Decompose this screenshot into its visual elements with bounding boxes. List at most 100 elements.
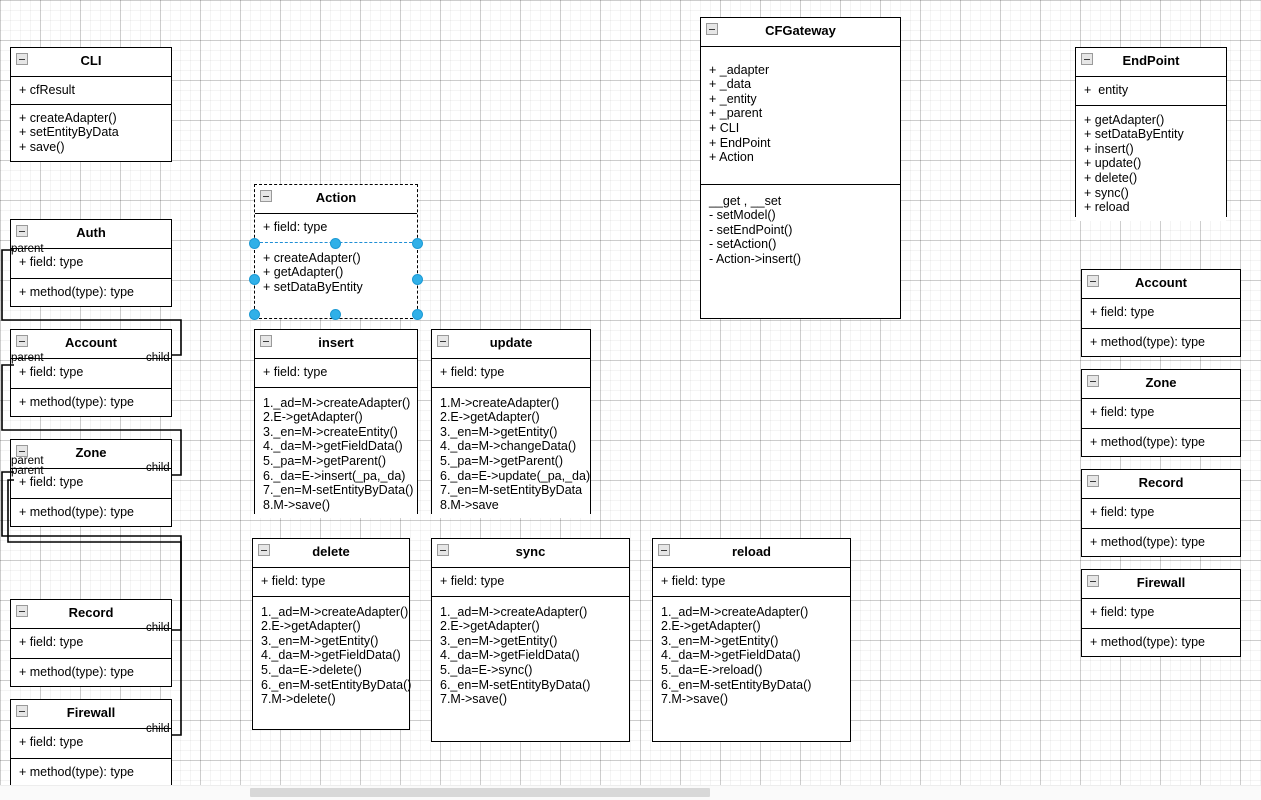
- class-box-zone-right[interactable]: Zone + field: type + method(type): type: [1081, 369, 1241, 457]
- collapse-icon[interactable]: [1087, 475, 1099, 487]
- attribute-row: + field: type: [440, 364, 505, 379]
- method-row: 4._da=M->getFieldData(): [440, 648, 580, 663]
- method-row: 7.M->delete(): [261, 692, 336, 707]
- class-box-firewall-left[interactable]: Firewall + field: type + method(type): t…: [10, 699, 172, 787]
- method-row: + setDataByEntity: [263, 279, 363, 294]
- class-box-auth[interactable]: Auth + field: type + method(type): type: [10, 219, 172, 307]
- collapse-icon[interactable]: [658, 544, 670, 556]
- method-row: 3._en=M->getEntity(): [440, 633, 558, 648]
- edge-label-auth-parent: parent: [11, 243, 44, 255]
- method-row: + createAdapter(): [263, 250, 361, 265]
- method-row: 1._ad=M->createAdapter(): [440, 604, 588, 619]
- class-box-cli[interactable]: CLI + cfResult + createAdapter() + setEn…: [10, 47, 172, 162]
- class-attributes: + field: type: [1082, 298, 1240, 328]
- class-attributes: + field: type: [255, 358, 417, 387]
- selection-handle-e[interactable]: [412, 274, 423, 285]
- method-row: 5._da=E->delete(): [261, 662, 362, 677]
- method-row: 4._da=M->getFieldData(): [261, 648, 401, 663]
- method-row: + insert(): [1084, 141, 1134, 156]
- class-header-record-right: Record: [1082, 470, 1240, 499]
- class-methods: 1._ad=M->createAdapter() 2.E->getAdapter…: [253, 595, 412, 713]
- class-header-delete: delete: [253, 539, 409, 568]
- class-header-action: Action: [255, 185, 417, 214]
- class-box-action[interactable]: Action + field: type + createAdapter() +…: [254, 184, 418, 319]
- class-box-reload[interactable]: reload + field: type 1._ad=M->createAdap…: [652, 538, 851, 742]
- selection-handle-se[interactable]: [412, 309, 423, 320]
- class-title: Record: [1138, 475, 1184, 490]
- collapse-icon[interactable]: [1087, 275, 1099, 287]
- class-attributes: + field: type: [1082, 398, 1240, 428]
- class-box-account-right[interactable]: Account + field: type + method(type): ty…: [1081, 269, 1241, 357]
- method-row: 2.E->getAdapter(): [440, 619, 540, 634]
- selection-handle-s[interactable]: [330, 309, 341, 320]
- class-methods: 1.M->createAdapter() 2.E->getAdapter() 3…: [432, 386, 590, 519]
- method-row: 7._en=M-setEntityByData: [440, 483, 583, 498]
- method-row: 5._pa=M->getParent(): [263, 453, 386, 468]
- collapse-icon[interactable]: [16, 335, 28, 347]
- horizontal-scrollbar-thumb[interactable]: [250, 788, 710, 797]
- class-title: Record: [68, 605, 114, 620]
- class-header-insert: insert: [255, 330, 417, 359]
- method-row: __get , __set: [709, 193, 782, 208]
- attribute-row: + EndPoint: [709, 135, 771, 150]
- class-title: reload: [731, 544, 771, 559]
- class-header-auth: Auth: [11, 220, 171, 249]
- collapse-icon[interactable]: [1081, 53, 1093, 65]
- collapse-icon[interactable]: [16, 225, 28, 237]
- collapse-icon[interactable]: [16, 705, 28, 717]
- class-box-insert[interactable]: insert + field: type 1._ad=M->createAdap…: [254, 329, 418, 519]
- class-title: update: [489, 335, 533, 350]
- collapse-icon[interactable]: [258, 544, 270, 556]
- collapse-icon[interactable]: [1087, 375, 1099, 387]
- attribute-row: + field: type: [261, 573, 326, 588]
- class-methods: + method(type): type: [1082, 427, 1240, 456]
- selection-handle-ne[interactable]: [412, 238, 423, 249]
- class-attributes: + field: type: [1082, 598, 1240, 628]
- selection-handle-w[interactable]: [249, 274, 260, 285]
- method-row: 2.E->getAdapter(): [661, 619, 761, 634]
- method-row: - setAction(): [709, 237, 777, 252]
- class-attributes: + _adapter + _data + _entity + _parent +…: [701, 46, 900, 184]
- class-box-firewall-right[interactable]: Firewall + field: type + method(type): t…: [1081, 569, 1241, 657]
- class-box-endpoint[interactable]: EndPoint + entity + getAdapter() + setDa…: [1075, 47, 1227, 221]
- collapse-icon[interactable]: [706, 23, 718, 35]
- class-box-delete[interactable]: delete + field: type 1._ad=M->createAdap…: [252, 538, 412, 730]
- attribute-row: + field: type: [263, 219, 328, 234]
- selection-handle-sw[interactable]: [249, 309, 260, 320]
- class-methods: + getAdapter() + setDataByEntity + inser…: [1076, 104, 1226, 221]
- collapse-icon[interactable]: [260, 335, 272, 347]
- class-header-zone-right: Zone: [1082, 370, 1240, 399]
- collapse-icon[interactable]: [260, 190, 272, 202]
- horizontal-scrollbar-track[interactable]: [0, 785, 1261, 800]
- method-row: 6._en=M-setEntityByData(): [440, 677, 591, 692]
- selection-handle-n[interactable]: [330, 238, 341, 249]
- class-box-record-right[interactable]: Record + field: type + method(type): typ…: [1081, 469, 1241, 557]
- method-row: 1._ad=M->createAdapter(): [263, 395, 411, 410]
- method-row: 3._en=M->createEntity(): [263, 424, 398, 439]
- collapse-icon[interactable]: [16, 605, 28, 617]
- attribute-row: + _entity: [709, 91, 757, 106]
- collapse-icon[interactable]: [1087, 575, 1099, 587]
- class-attributes: + field: type: [1082, 498, 1240, 528]
- class-box-cfgateway[interactable]: CFGateway + _adapter + _data + _entity +…: [700, 17, 901, 319]
- selection-handle-nw[interactable]: [249, 238, 260, 249]
- class-box-record-left[interactable]: Record + field: type + method(type): typ…: [10, 599, 172, 687]
- method-row: + reload: [1084, 200, 1130, 215]
- class-box-update[interactable]: update + field: type 1.M->createAdapter(…: [431, 329, 591, 519]
- collapse-icon[interactable]: [437, 335, 449, 347]
- class-box-zone-left[interactable]: Zone + field: type + method(type): type: [10, 439, 172, 527]
- method-row: + method(type): type: [19, 284, 134, 299]
- class-attributes: + field: type: [432, 567, 629, 596]
- class-box-account-left[interactable]: Account + field: type + method(type): ty…: [10, 329, 172, 417]
- method-row: 7.M->save(): [661, 692, 729, 707]
- collapse-icon[interactable]: [437, 544, 449, 556]
- method-row: 6._en=M-setEntityByData(): [261, 677, 412, 692]
- method-row: + method(type): type: [19, 394, 134, 409]
- collapse-icon[interactable]: [16, 53, 28, 65]
- attribute-row: + entity: [1084, 82, 1129, 97]
- attribute-row: + field: type: [1090, 604, 1155, 619]
- class-box-sync[interactable]: sync + field: type 1._ad=M->createAdapte…: [431, 538, 630, 742]
- edge-label-account-child: child: [146, 352, 170, 364]
- method-row: 2.E->getAdapter(): [263, 410, 363, 425]
